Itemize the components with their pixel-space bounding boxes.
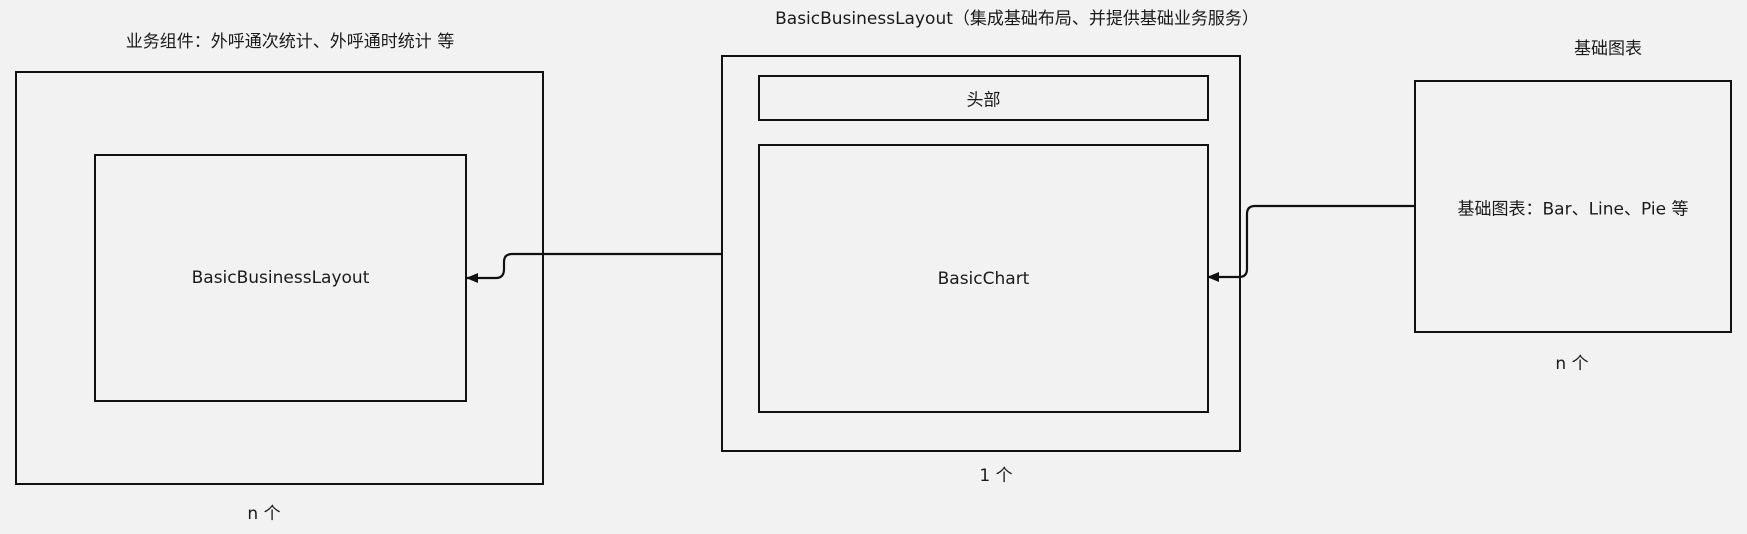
connector-layout-to-business: [466, 252, 721, 283]
business-title: 业务组件：外呼通次统计、外呼通时统计 等: [125, 32, 455, 52]
header-box: 头部: [758, 75, 1209, 121]
layout-title: BasicBusinessLayout（集成基础布局、并提供基础业务服务）: [775, 9, 1259, 29]
basic-business-layout-label: BasicBusinessLayout: [191, 268, 370, 288]
layout-count: 1 个: [979, 466, 1013, 486]
charts-box: 基础图表：Bar、Line、Pie 等: [1414, 80, 1732, 333]
charts-title: 基础图表: [1574, 39, 1642, 59]
charts-label: 基础图表：Bar、Line、Pie 等: [1457, 199, 1689, 219]
basic-chart-label: BasicChart: [937, 268, 1030, 289]
charts-count: n 个: [1555, 354, 1589, 374]
business-count: n 个: [247, 504, 281, 524]
business-component-box: BasicBusinessLayout: [15, 71, 544, 485]
layout-box: 头部 BasicChart: [721, 55, 1241, 452]
connector-charts-to-basicchart: [1207, 204, 1414, 282]
header-label: 头部: [966, 90, 1001, 111]
